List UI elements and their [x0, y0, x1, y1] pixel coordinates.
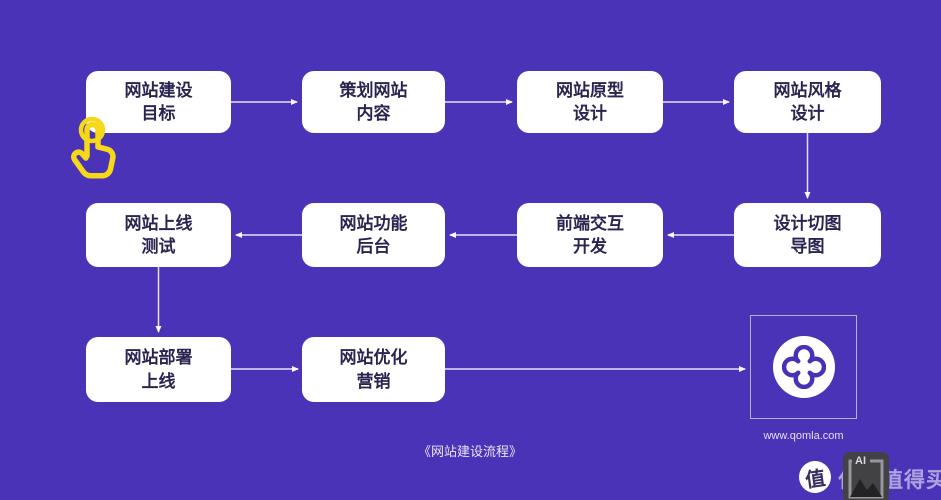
- flow-node-label: 设计: [790, 104, 825, 123]
- logo-website-url: www.qomla.com: [763, 430, 844, 442]
- smzdm-badge-icon: 值: [796, 458, 834, 496]
- diagram-caption: 《网站建设流程》: [417, 444, 522, 459]
- flow-node-label: 网站风格: [773, 80, 842, 100]
- logo-frame: [750, 315, 857, 419]
- flow-node-label: 目标: [141, 104, 176, 123]
- flow-node-label: 网站部署: [124, 348, 193, 368]
- flow-node-label: 网站上线: [124, 213, 193, 233]
- flow-node-deploy-launch: 网站部署 上线: [86, 337, 231, 402]
- qomla-clover-logo-icon: [772, 336, 835, 398]
- flow-node-label: 导图: [790, 237, 825, 256]
- flow-node-optimize-marketing: 网站优化 营销: [302, 337, 445, 402]
- flow-node-label: 设计: [573, 104, 607, 123]
- flow-node-frontend-dev: 前端交互 开发: [517, 203, 663, 267]
- flow-node-label: 后台: [356, 237, 391, 256]
- flow-node-launch-testing: 网站上线 测试: [86, 203, 231, 267]
- flow-node-label: 开发: [573, 237, 607, 256]
- flow-node-prototype-design: 网站原型 设计: [517, 71, 663, 133]
- flow-node-style-design: 网站风格 设计: [734, 71, 881, 133]
- flow-node-label: 网站建设: [124, 80, 193, 100]
- flow-node-design-slicing: 设计切图 导图: [734, 203, 881, 267]
- flow-node-label: 网站功能: [339, 213, 408, 233]
- flow-node-label: 前端交互: [556, 213, 624, 233]
- flow-node-function-backend: 网站功能 后台: [302, 203, 445, 267]
- flow-node-label: 设计切图: [773, 213, 842, 233]
- flow-node-label: 网站原型: [556, 80, 624, 100]
- ai-image-badge-icon: AI: [843, 452, 889, 500]
- flow-node-label: 策划网站: [339, 80, 408, 100]
- tap-hand-icon: [71, 116, 116, 179]
- flow-node-label: 网站优化: [339, 348, 408, 368]
- flow-node-label: 内容: [356, 104, 391, 123]
- flow-node-label: 测试: [141, 237, 176, 256]
- flow-node-plan-content: 策划网站 内容: [302, 71, 445, 133]
- flow-node-label: 营销: [356, 371, 391, 391]
- ai-badge-label: AI: [855, 455, 866, 467]
- flow-node-label: 上线: [141, 371, 176, 391]
- flow-node-website-goal: 网站建设 目标: [86, 71, 231, 133]
